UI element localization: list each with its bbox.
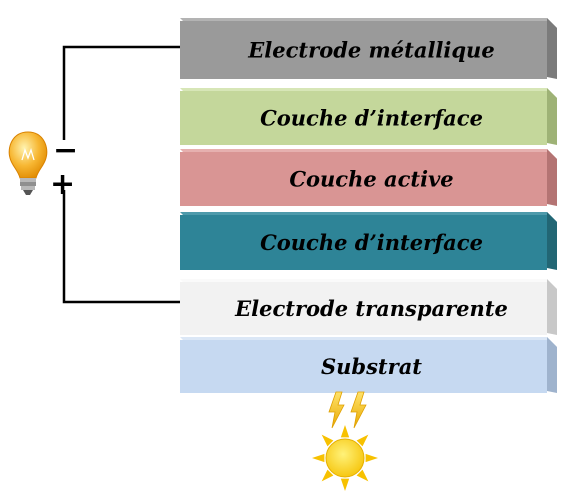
lightning-icon <box>328 391 367 429</box>
sun-ray <box>321 434 334 447</box>
layer-3: Couche active <box>180 149 557 206</box>
lightning-bolt-right <box>350 391 367 429</box>
layer-2: Couche d’interface <box>180 88 557 145</box>
battery-minus: − <box>53 133 78 168</box>
circuit-wires <box>62 45 180 304</box>
layer-label: Couche d’interface <box>260 230 483 255</box>
wire-to-top-electrode <box>62 45 180 140</box>
sun-ray <box>340 425 350 438</box>
layer-front-face <box>180 152 547 206</box>
layer-front-face <box>180 340 547 393</box>
layer-1: Electrode métallique <box>180 18 557 79</box>
sun-ray <box>312 453 325 463</box>
layer-side-face <box>547 88 557 145</box>
lightbulb-icon <box>8 131 48 195</box>
battery: − + <box>50 133 78 202</box>
layer-side-face <box>547 149 557 206</box>
layer-label: Electrode transparente <box>234 296 508 321</box>
battery-plus: + <box>50 167 75 202</box>
layer-front-face <box>180 21 547 79</box>
layer-4: Couche d’interface <box>180 212 557 270</box>
layer-label: Electrode métallique <box>247 38 494 63</box>
sun-icon <box>312 425 378 491</box>
layer-label: Substrat <box>321 354 422 379</box>
layer-label: Couche d’interface <box>260 106 483 131</box>
wire-to-bottom-electrode <box>62 190 180 304</box>
sun-ray <box>321 469 334 482</box>
layer-side-face <box>547 212 557 270</box>
layer-side-face <box>547 18 557 79</box>
layer-front-face <box>180 282 547 335</box>
lightning-bolt-left <box>328 391 345 429</box>
layer-front-face <box>180 215 547 270</box>
layer-5: Electrode transparente <box>180 279 557 335</box>
sun-ray <box>340 478 350 491</box>
sun-ray <box>356 469 369 482</box>
layer-label: Couche active <box>289 167 453 192</box>
layer-side-face <box>547 337 557 393</box>
layer-6: Substrat <box>180 337 557 393</box>
layer-front-face <box>180 91 547 145</box>
sun-ray <box>356 434 369 447</box>
sun-ray <box>365 453 378 463</box>
layer-side-face <box>547 279 557 335</box>
